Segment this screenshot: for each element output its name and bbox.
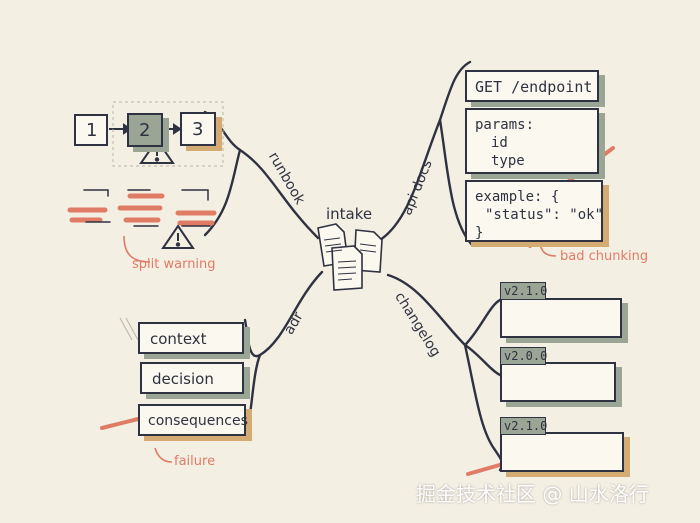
runbook-annotation: split warning [132,257,216,272]
changelog-version-2: v2.0.0 [504,349,548,363]
runbook-step-3: 3 [180,112,216,146]
changelog-version-3: v2.1.0 [504,419,548,433]
api-params-box: params: id type [465,108,599,174]
api-example-box: example: { "status": "ok" } [465,180,603,242]
api-params-title: params: [475,117,535,133]
adr-section-consequences: consequences [138,404,248,436]
watermark: 掘金技术社区 @ 山水洛行 [416,482,649,506]
adr-annotation: failure [174,454,216,469]
runbook-step-1: 1 [74,114,108,146]
api-param-id: id [491,135,508,151]
runbook-step-3-label: 3 [192,119,204,140]
runbook-step-2-label: 2 [139,120,151,141]
adr-decision-label: decision [152,370,214,388]
changelog-entry-3 [500,432,624,472]
adr-section-context: context [138,322,244,354]
changelog-version-1: v2.1.0 [504,284,548,298]
api-endpoint-label: GET /endpoint [475,78,593,96]
runbook-step-2: 2 [127,113,163,147]
api-param-type: type [491,153,525,169]
split-fragments [67,189,217,227]
api-example-line1: example: { [475,189,560,205]
adr-section-decision: decision [140,362,244,394]
changelog-version-tag-2: v2.0.0 [500,347,548,365]
adr-context-label: context [150,330,207,348]
runbook-step-1-label: 1 [86,120,98,141]
changelog-entry-1 [500,298,622,338]
adr-consequences-label: consequences [148,413,248,429]
center-label: intake [326,205,373,223]
runbook-branch-line [203,110,320,240]
changelog-version-tag-1: v2.1.0 [500,282,548,300]
api-endpoint-box: GET /endpoint [465,70,599,102]
changelog-version-tag-3: v2.1.0 [500,417,548,435]
api-example-line2: "status": "ok" [485,207,604,223]
warning-icon [139,138,195,249]
changelog-entry-2 [500,362,616,402]
api-example-line3: } [475,225,484,241]
documents-icon [317,223,383,291]
api-annotation: bad chunking [560,249,649,264]
